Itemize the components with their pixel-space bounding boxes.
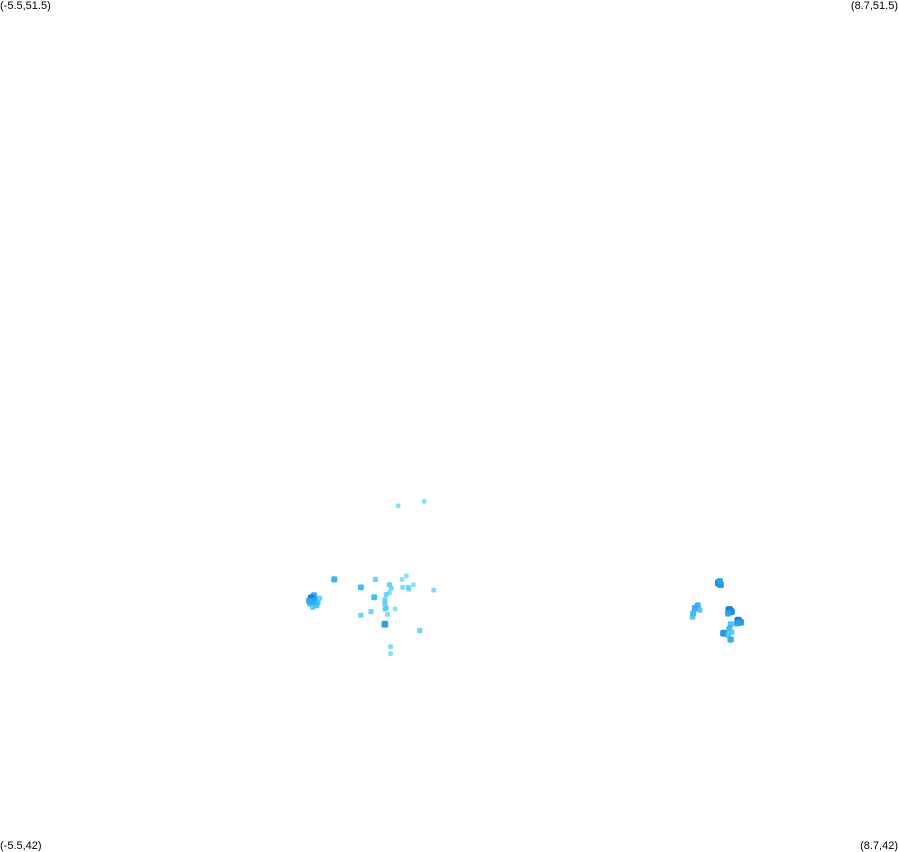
corner-label-top-right: (8.7,51.5) [850,0,898,12]
data-point [392,606,398,612]
data-point [411,582,416,587]
data-point [388,651,393,657]
data-point [305,597,313,604]
data-point [331,576,338,583]
data-point [395,503,401,509]
data-point [371,594,378,601]
data-point [404,573,409,579]
data-point [388,585,394,591]
data-point [727,621,734,628]
data-point [317,595,323,601]
data-point [358,612,364,618]
data-points-layer [305,499,745,657]
data-point [388,644,393,649]
data-point [689,614,696,620]
data-point [382,601,388,607]
data-point [406,586,412,592]
data-point [383,605,389,611]
corner-label-bottom-right: (8.7,42) [860,840,898,852]
data-point [691,604,699,612]
data-point [381,620,389,628]
corner-label-bottom-left: (-5.5,42) [0,840,42,852]
data-point [421,499,427,504]
data-point [357,584,364,591]
data-point [400,585,406,590]
data-point [733,620,741,627]
data-point [716,578,723,585]
corner-label-top-left: (-5.5,51.5) [0,0,51,12]
data-point [727,636,734,643]
data-point [724,610,732,617]
data-point [385,611,390,617]
data-point [368,609,374,615]
data-point [417,627,423,634]
data-point [399,577,405,582]
data-point [372,576,378,582]
data-point [387,590,392,596]
data-point [431,587,437,593]
data-point [310,604,316,610]
data-point [696,607,703,613]
